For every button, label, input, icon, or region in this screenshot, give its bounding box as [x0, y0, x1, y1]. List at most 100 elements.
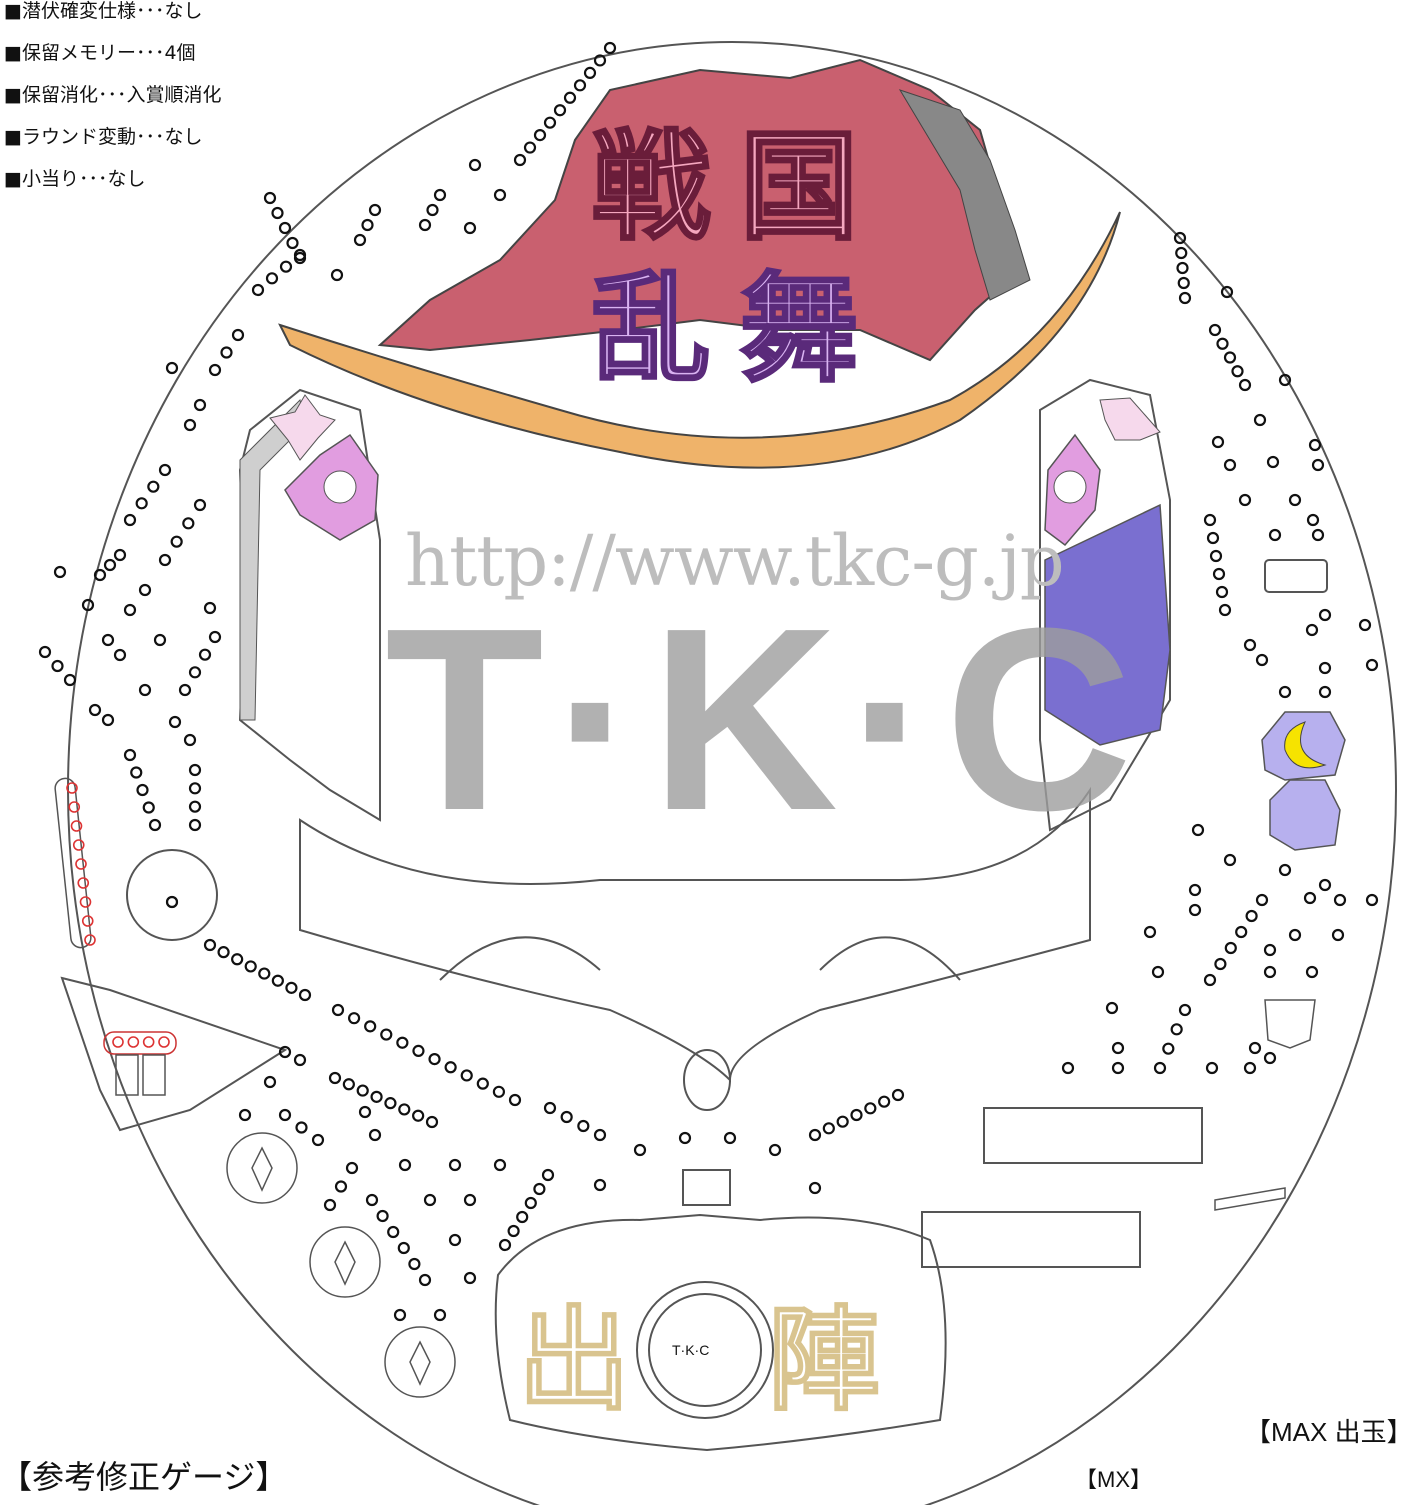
shutsujin-label: 出陣	[517, 1294, 1018, 1427]
right-spin-gate	[1269, 779, 1341, 851]
nail	[433, 1308, 447, 1322]
lamp-bead	[66, 782, 78, 794]
nail	[188, 782, 202, 795]
nail	[135, 497, 148, 510]
nail	[1223, 458, 1237, 472]
nail	[1266, 455, 1280, 469]
lamp-bead	[81, 915, 94, 927]
lamp-bead	[75, 858, 87, 870]
nail	[53, 565, 67, 579]
nail	[1358, 618, 1372, 632]
nail	[1188, 883, 1202, 897]
left-lamp-strip	[54, 777, 92, 949]
nail	[493, 188, 507, 202]
nail	[38, 645, 52, 659]
nail	[165, 361, 179, 375]
nail	[850, 1108, 863, 1122]
nail	[380, 1028, 393, 1041]
nail	[444, 1061, 457, 1074]
nail	[418, 1273, 432, 1287]
nail	[88, 703, 102, 717]
nail	[265, 272, 279, 285]
logo-sengoku: 戦国	[590, 117, 889, 256]
nail	[463, 1271, 477, 1285]
spec-item-hold-consume: ■保留消化･･･入賞順消化	[4, 84, 222, 106]
nail	[476, 1077, 489, 1090]
nail	[251, 283, 265, 297]
nail	[563, 91, 577, 104]
right-attacker	[983, 1107, 1203, 1164]
nail	[1278, 685, 1292, 699]
nail	[286, 236, 299, 250]
nail	[878, 1095, 891, 1108]
nail	[1318, 878, 1332, 892]
nail	[1191, 823, 1205, 837]
nail	[1311, 458, 1325, 472]
nail	[1214, 957, 1227, 971]
nail	[384, 1097, 397, 1110]
nail	[1178, 1003, 1192, 1017]
nail	[193, 398, 207, 412]
nail	[426, 203, 439, 217]
nail	[148, 818, 162, 832]
nail	[808, 1181, 822, 1195]
nail	[101, 633, 115, 647]
spec-item-round-change: ■ラウンド変動･･･なし	[4, 126, 203, 148]
nail	[593, 1178, 607, 1192]
nail	[1248, 1041, 1262, 1055]
nail	[1263, 1051, 1277, 1065]
nail	[541, 1168, 555, 1182]
lamp-bead	[70, 820, 83, 832]
lamp-beads	[66, 782, 170, 1048]
nail	[356, 1084, 369, 1097]
nail	[295, 1121, 308, 1134]
lamp-bead	[158, 1036, 170, 1048]
nail	[217, 946, 230, 959]
nail	[165, 895, 179, 909]
nail	[1235, 925, 1248, 939]
nail	[1288, 928, 1302, 942]
nail	[63, 673, 77, 687]
nail	[1303, 891, 1317, 905]
right-arm-blue-gauge	[1044, 503, 1171, 746]
nail	[633, 1143, 647, 1157]
nail	[543, 116, 557, 129]
bottom-hub-ring	[636, 1281, 774, 1419]
nail	[553, 104, 567, 117]
watermark-url: http://www.tkc-g.jp	[405, 520, 1065, 602]
nail	[345, 1161, 359, 1175]
nail	[123, 603, 137, 617]
nail	[1215, 585, 1229, 599]
nail	[238, 1108, 252, 1122]
nail	[593, 1128, 607, 1142]
lamp-bead	[79, 896, 92, 908]
nail	[412, 1109, 425, 1122]
nail	[418, 218, 432, 232]
right-arm-shuriken-hole	[1053, 470, 1087, 504]
nail	[364, 1020, 377, 1033]
nail	[428, 1052, 441, 1066]
nail	[507, 1224, 520, 1238]
nail	[822, 1122, 835, 1135]
nail	[203, 601, 217, 615]
nail	[398, 1103, 411, 1116]
nail	[1263, 943, 1277, 957]
nail	[188, 800, 202, 813]
bottom-top-attacker	[682, 1169, 731, 1206]
left-pocket-2	[309, 1226, 381, 1298]
nail	[220, 346, 233, 359]
nail	[492, 1085, 506, 1098]
nail	[1216, 337, 1229, 350]
right-moon-gate	[1261, 711, 1346, 781]
lamp-bead	[84, 934, 96, 946]
nail	[271, 206, 284, 220]
nail	[158, 463, 172, 477]
nail	[138, 683, 152, 697]
nail	[101, 713, 115, 727]
nail	[1206, 531, 1220, 545]
right-small-lamp	[1264, 559, 1328, 593]
nail	[1208, 323, 1222, 337]
lamp-bead	[68, 801, 81, 813]
nail	[208, 630, 222, 644]
nail	[513, 153, 527, 167]
